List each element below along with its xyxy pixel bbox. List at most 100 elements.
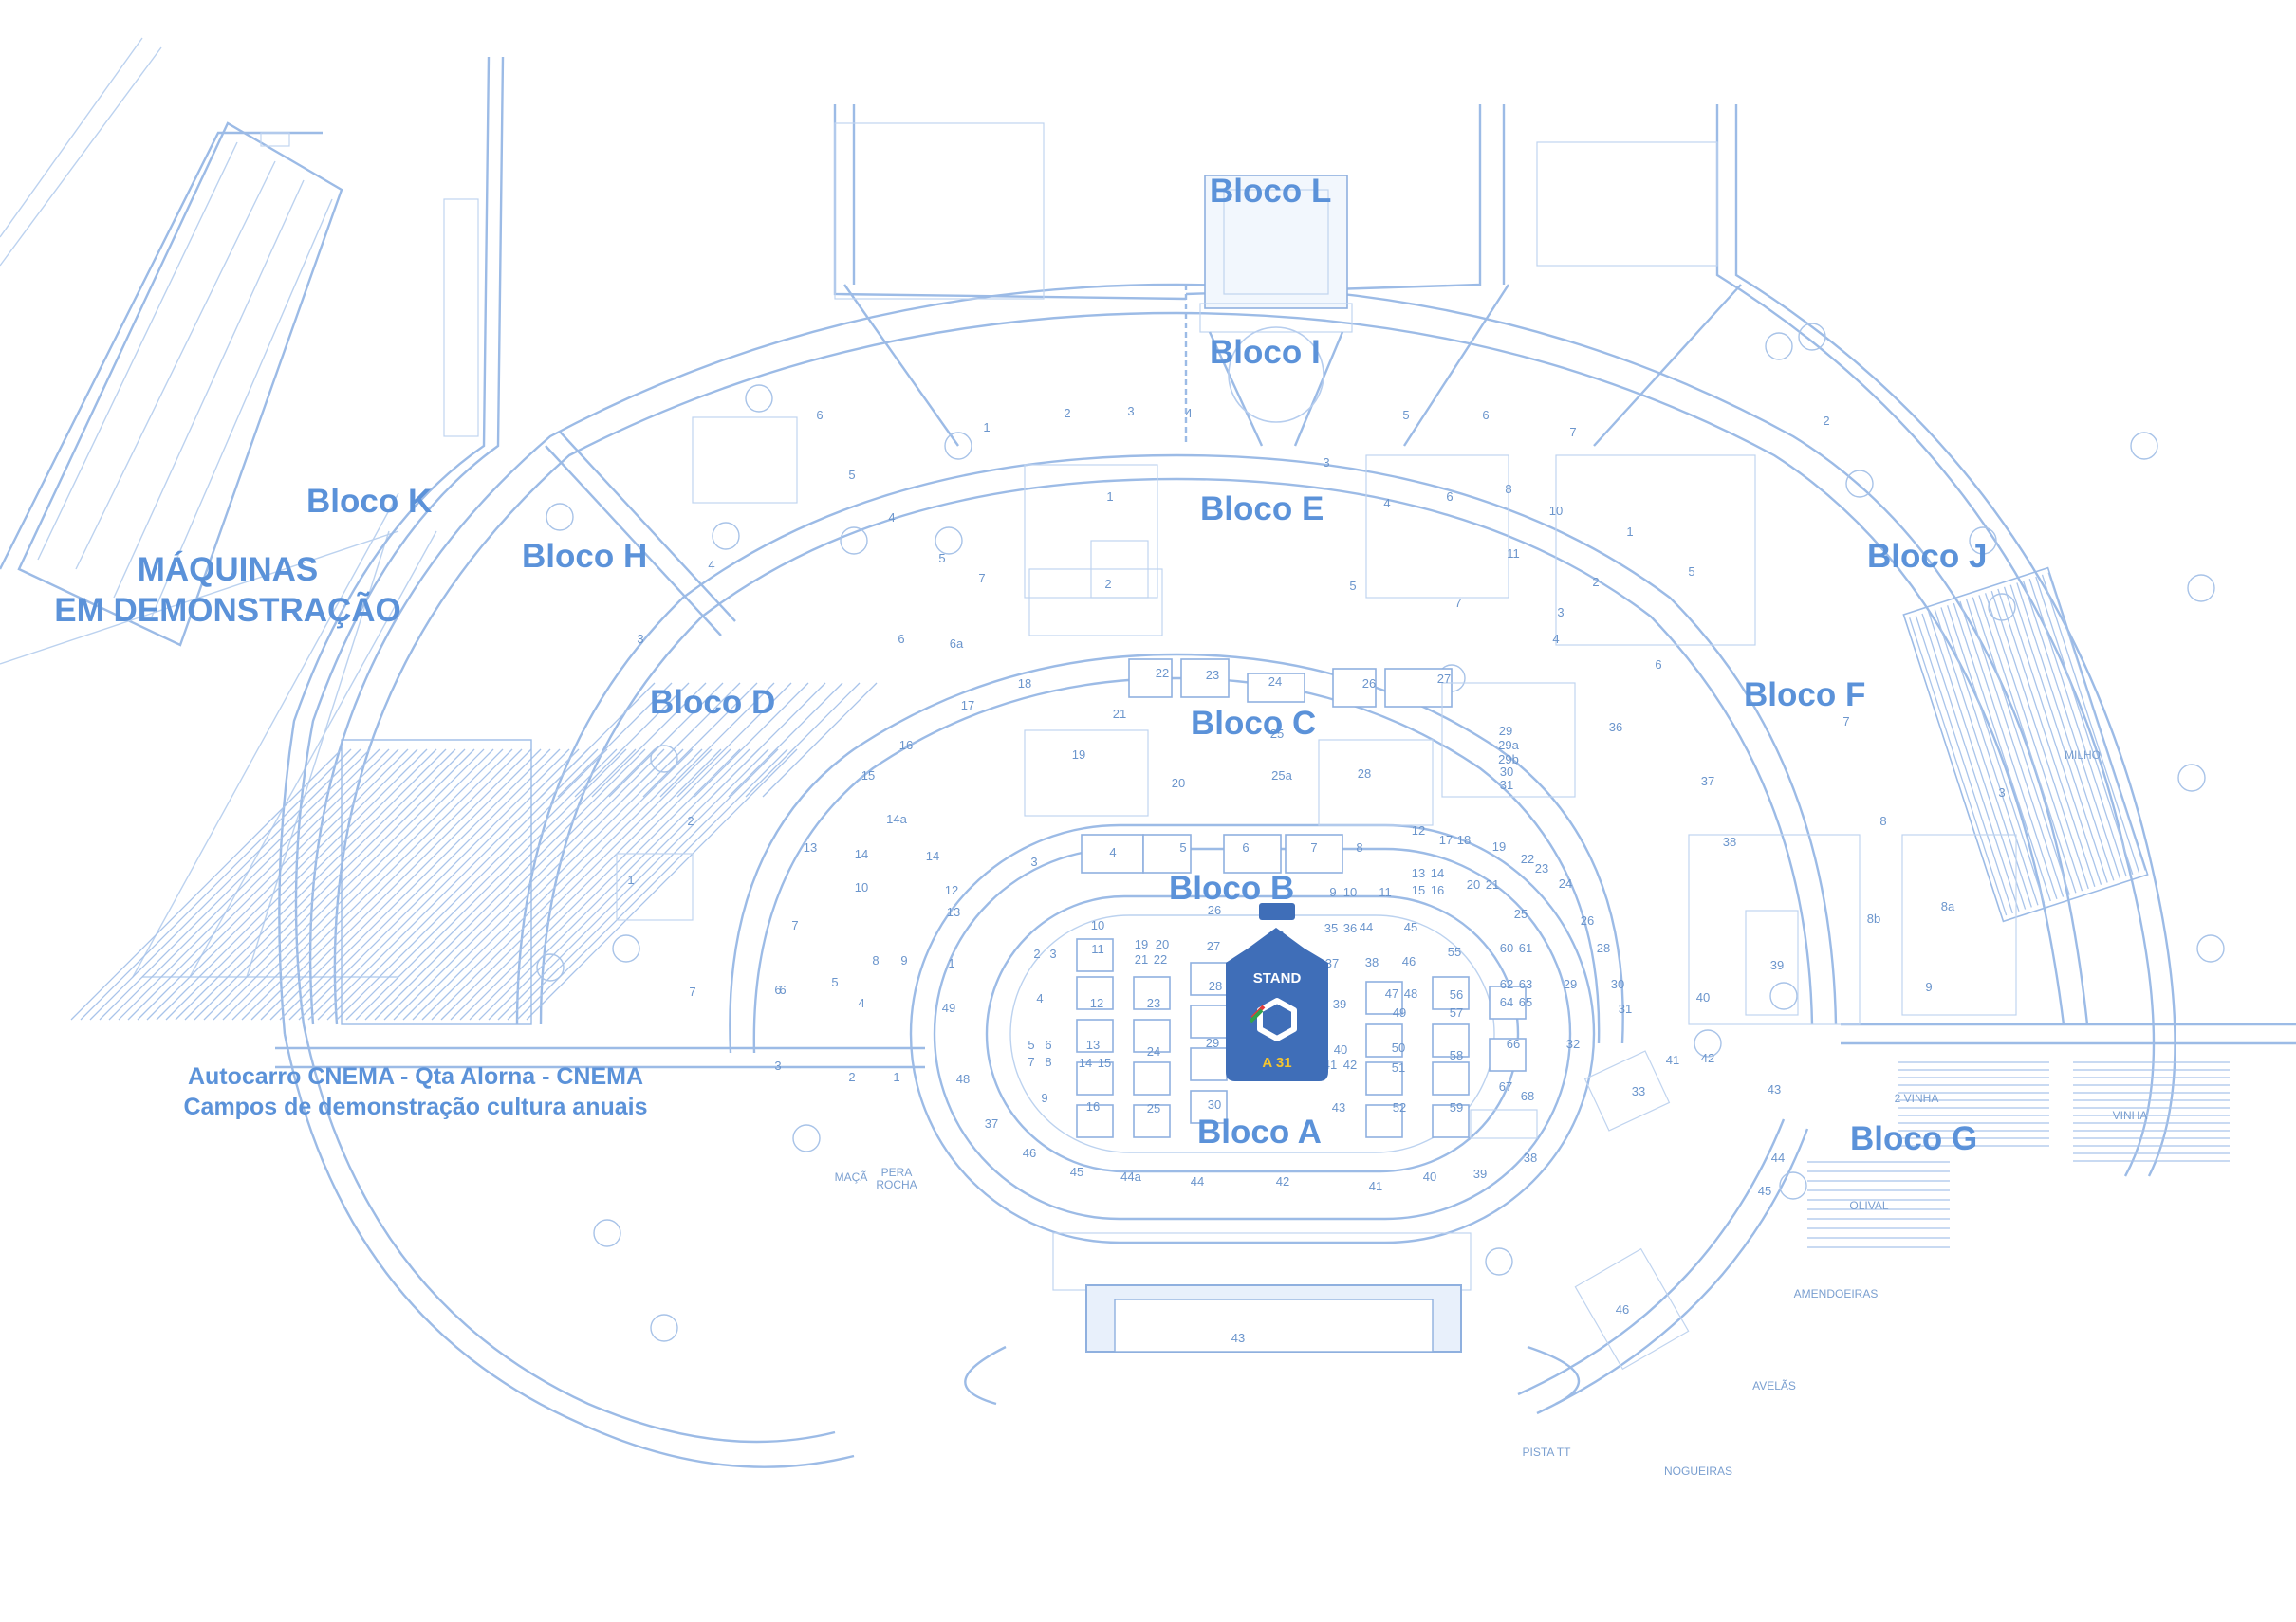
stand-box xyxy=(1365,1061,1403,1096)
stand-number-n16: 16 xyxy=(1086,1099,1100,1114)
stand-number-n24: 24 xyxy=(1268,674,1282,689)
stand-number-n5: 5 xyxy=(1179,840,1186,855)
hatch-line xyxy=(1915,615,2013,914)
stand-number-n18: 18 xyxy=(1457,833,1471,847)
stand-number-n7: 7 xyxy=(978,571,985,585)
stand-number-n22: 22 xyxy=(1156,666,1169,680)
stand-number-n51: 51 xyxy=(1392,1060,1405,1075)
stand-number-n14: 14 xyxy=(855,847,868,861)
hatch-line xyxy=(745,682,861,798)
stand-number-n6a: 6a xyxy=(950,636,964,651)
stand-number-n20: 20 xyxy=(1467,877,1480,892)
label-bloco-h: Bloco H xyxy=(522,538,647,575)
stand-label: STAND xyxy=(1253,970,1302,986)
tree-icon xyxy=(745,384,773,413)
label-bloco-l: Bloco L xyxy=(1210,173,1331,210)
stand-number-n11: 11 xyxy=(1091,942,1104,956)
stand-number-n5: 5 xyxy=(831,975,838,989)
stand-number-n49: 49 xyxy=(1393,1005,1406,1020)
hatch-line xyxy=(108,748,380,1021)
stand-number-n20: 20 xyxy=(1172,776,1185,790)
hatch-line xyxy=(260,748,532,1021)
stand-number-n28: 28 xyxy=(1358,766,1371,781)
hatch-line xyxy=(412,748,684,1021)
stand-number-n7: 7 xyxy=(791,918,798,932)
hatch-line xyxy=(269,748,542,1021)
hatch-line xyxy=(459,748,731,1021)
hatch-line xyxy=(450,748,722,1021)
stand-box xyxy=(1365,1023,1403,1058)
stand-number-n59: 59 xyxy=(1450,1100,1463,1115)
crop-labels: MILHO 2 VINHA VINHA MAÇÃ PERA ROCHA OLIV… xyxy=(835,748,2148,1478)
stand-number-n21: 21 xyxy=(1486,877,1499,892)
stand-number-n2: 2 xyxy=(1823,414,1829,428)
hatch-line xyxy=(625,682,741,798)
hatch-line xyxy=(694,682,809,798)
stand-number-n29a: 29a xyxy=(1498,738,1519,752)
stand-number-n4: 4 xyxy=(708,558,714,572)
stand-number-n8: 8 xyxy=(1879,814,1886,828)
stand-number-n15: 15 xyxy=(1412,883,1425,897)
stand-number-n68: 68 xyxy=(1521,1089,1534,1103)
stand-number-n13: 13 xyxy=(947,905,960,919)
hatch-line xyxy=(478,748,750,1021)
hatch-line xyxy=(2016,582,2115,881)
hatch-line xyxy=(1928,611,2027,910)
stand-number-n21: 21 xyxy=(1135,952,1148,967)
stand-number-n7: 7 xyxy=(1454,596,1461,610)
stand-marker[interactable]: STAND A 31 xyxy=(1226,903,1328,1081)
stand-number-n21: 21 xyxy=(1113,707,1126,721)
stand-number-n48: 48 xyxy=(956,1072,970,1086)
hatch-line xyxy=(307,748,580,1021)
stand-number-n35: 35 xyxy=(1324,921,1338,935)
stand-number-n44: 44 xyxy=(1191,1174,1204,1189)
hatch-vinha1 xyxy=(1898,1061,2049,1147)
stand-number-n23: 23 xyxy=(1147,996,1160,1010)
machines-line-1: MÁQUINAS xyxy=(138,550,319,588)
stand-number-n17: 17 xyxy=(1439,833,1453,847)
stand-number-n20: 20 xyxy=(1156,937,1169,951)
stand-number-n22: 22 xyxy=(1521,852,1534,866)
stand-box xyxy=(1076,976,1114,1010)
stand-number-n57: 57 xyxy=(1450,1005,1463,1020)
hatch-line xyxy=(99,748,371,1021)
stand-number-n18: 18 xyxy=(1018,676,1031,691)
stand-number-n5: 5 xyxy=(1028,1038,1034,1052)
label-bloco-f: Bloco F xyxy=(1744,676,1865,713)
hatch-line xyxy=(574,682,690,798)
hatch-line xyxy=(762,682,878,798)
stand-number-n5: 5 xyxy=(1402,408,1409,422)
stand-number-n3: 3 xyxy=(1127,404,1134,418)
oval-stands xyxy=(1076,938,1527,1138)
stand-number-n60: 60 xyxy=(1500,941,1513,955)
stand-number-n1: 1 xyxy=(983,420,990,434)
stand-box xyxy=(1076,938,1114,972)
stand-number-n30: 30 xyxy=(1500,765,1513,779)
stand-number-n23: 23 xyxy=(1206,668,1219,682)
stand-number-n1: 1 xyxy=(1106,489,1113,504)
label-bloco-d: Bloco D xyxy=(650,684,775,721)
stand-number-n37: 37 xyxy=(1701,774,1714,788)
label-bloco-a: Bloco A xyxy=(1197,1114,1322,1151)
lots xyxy=(616,122,2017,1371)
stand-number-n3: 3 xyxy=(637,632,643,646)
stand-number-n6: 6 xyxy=(1482,408,1489,422)
hatch-line xyxy=(383,748,656,1021)
trees xyxy=(536,323,2225,1342)
stand-number-n30: 30 xyxy=(1611,977,1624,991)
hatch-line xyxy=(1984,593,2083,892)
tree-icon xyxy=(2196,934,2225,963)
stand-number-n42: 42 xyxy=(1343,1058,1357,1072)
stand-box xyxy=(1076,1019,1114,1053)
stand-number-n13: 13 xyxy=(1412,866,1425,880)
tree-icon xyxy=(712,522,740,550)
stand-number-n9: 9 xyxy=(900,953,907,968)
stand-number-n24: 24 xyxy=(1147,1044,1160,1059)
hatch-line xyxy=(146,748,418,1021)
stand-number-n41: 41 xyxy=(1369,1179,1382,1193)
stand-number-n3: 3 xyxy=(1030,855,1037,869)
stand-number-n7: 7 xyxy=(689,985,695,999)
hatch-line xyxy=(2003,586,2102,885)
stand-number-n5: 5 xyxy=(1349,579,1356,593)
stand-number-n11: 11 xyxy=(1507,546,1520,561)
